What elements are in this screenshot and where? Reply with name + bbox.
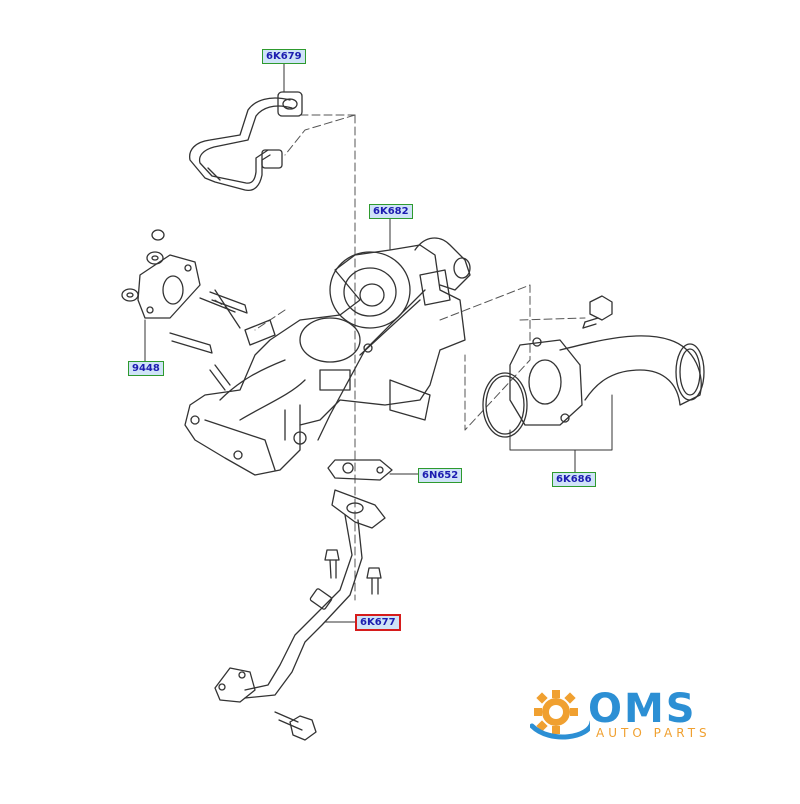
studs-gasket-9448 (121, 229, 248, 354)
leader-lines (144, 62, 613, 623)
callout-6N652[interactable]: 6N652 (418, 468, 463, 483)
gear-icon (530, 690, 590, 740)
brand-name: OMS (588, 686, 697, 732)
brand-tagline: AUTO PARTS (596, 726, 711, 740)
turbocharger-6K682 (184, 237, 471, 476)
oil-feed-pipe-6K679 (189, 91, 303, 191)
guide-lines (214, 114, 586, 601)
gasket-6N652 (327, 459, 393, 481)
callout-6K677-highlighted[interactable]: 6K677 (355, 614, 401, 631)
callout-6K686[interactable]: 6K686 (552, 472, 596, 487)
brand-logo: OMS AUTO PARTS (530, 686, 770, 746)
callout-6K679[interactable]: 6K679 (262, 49, 306, 64)
outlet-elbow-6K686 (482, 295, 705, 438)
callout-9448[interactable]: 9448 (128, 361, 164, 376)
callout-6K682[interactable]: 6K682 (369, 204, 413, 219)
oil-return-pipe-6K677 (214, 489, 386, 741)
